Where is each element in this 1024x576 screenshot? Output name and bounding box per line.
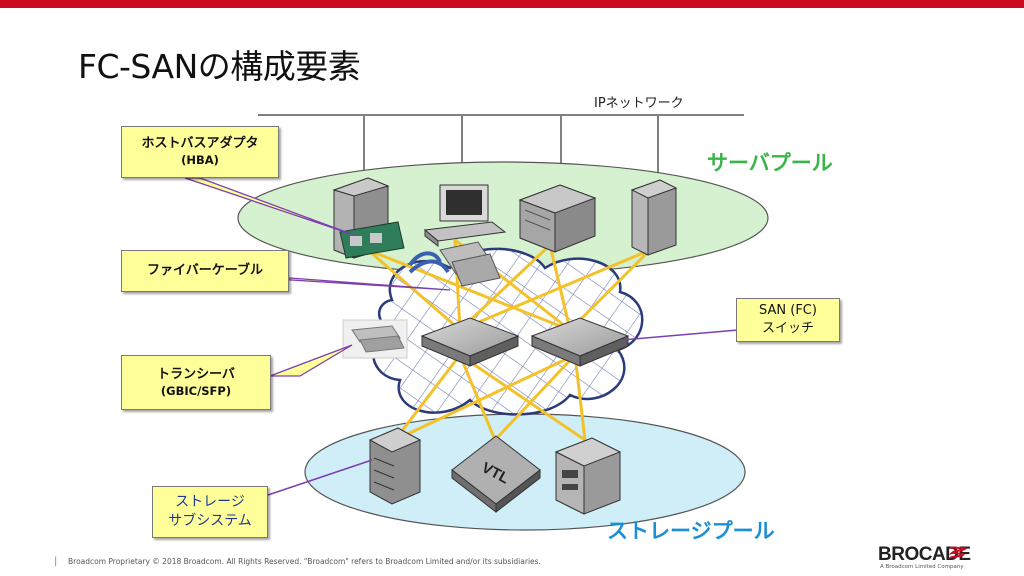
hba-card-icon bbox=[339, 221, 405, 259]
callout-transceiver-title: トランシーバ bbox=[157, 366, 235, 382]
vtl-device-icon bbox=[451, 435, 541, 514]
server-pool-label: サーバプール bbox=[707, 151, 833, 175]
callout-switch-line1: SAN (FC) bbox=[759, 303, 817, 319]
callout-storage-line2: サブシステム bbox=[168, 513, 252, 529]
callout-storage-subsystem: ストレージ サブシステム bbox=[152, 486, 268, 538]
server-chassis-icon bbox=[518, 184, 597, 253]
brocade-tagline: A Broadcom Limited Company bbox=[880, 564, 964, 570]
rack-server-icon bbox=[630, 179, 678, 256]
callout-leaders bbox=[184, 177, 739, 496]
san-switch-right bbox=[530, 317, 630, 367]
brand-top-bar bbox=[0, 0, 1024, 8]
footer-separator: | bbox=[54, 556, 58, 567]
storage-cabinet-icon bbox=[554, 437, 622, 515]
callout-hba-abbr: (HBA) bbox=[181, 153, 219, 168]
slide-title: FC-SANの構成要素 bbox=[78, 47, 361, 86]
ip-network-label: IPネットワーク bbox=[594, 96, 684, 111]
callout-hba: ホストバスアダプタ (HBA) bbox=[121, 126, 279, 178]
callout-storage-line1: ストレージ bbox=[175, 494, 245, 511]
callout-hba-title: ホストバスアダプタ bbox=[141, 136, 259, 152]
disk-array-icon bbox=[368, 427, 422, 505]
footer-copyright: Broadcom Proprietary © 2018 Broadcom. Al… bbox=[68, 557, 541, 566]
fiber-cable-icon bbox=[408, 241, 501, 287]
storage-pool-label: ストレージプール bbox=[607, 519, 775, 543]
sfp-transceiver-icon bbox=[342, 319, 408, 359]
callout-transceiver: トランシーバ (GBIC/SFP) bbox=[121, 355, 271, 410]
san-switch-left bbox=[420, 317, 520, 367]
callout-fiber-title: ファイバーケーブル bbox=[147, 263, 263, 279]
callout-switch-line2: スイッチ bbox=[761, 321, 814, 336]
callout-san-switch: SAN (FC) スイッチ bbox=[736, 298, 840, 342]
callout-fiber-cable: ファイバーケーブル bbox=[121, 250, 289, 292]
brocade-mark-icon bbox=[948, 546, 967, 559]
brocade-logo: BROCADE bbox=[878, 544, 971, 565]
workstation-icon bbox=[423, 184, 507, 248]
callout-transceiver-abbr: (GBIC/SFP) bbox=[160, 383, 232, 398]
